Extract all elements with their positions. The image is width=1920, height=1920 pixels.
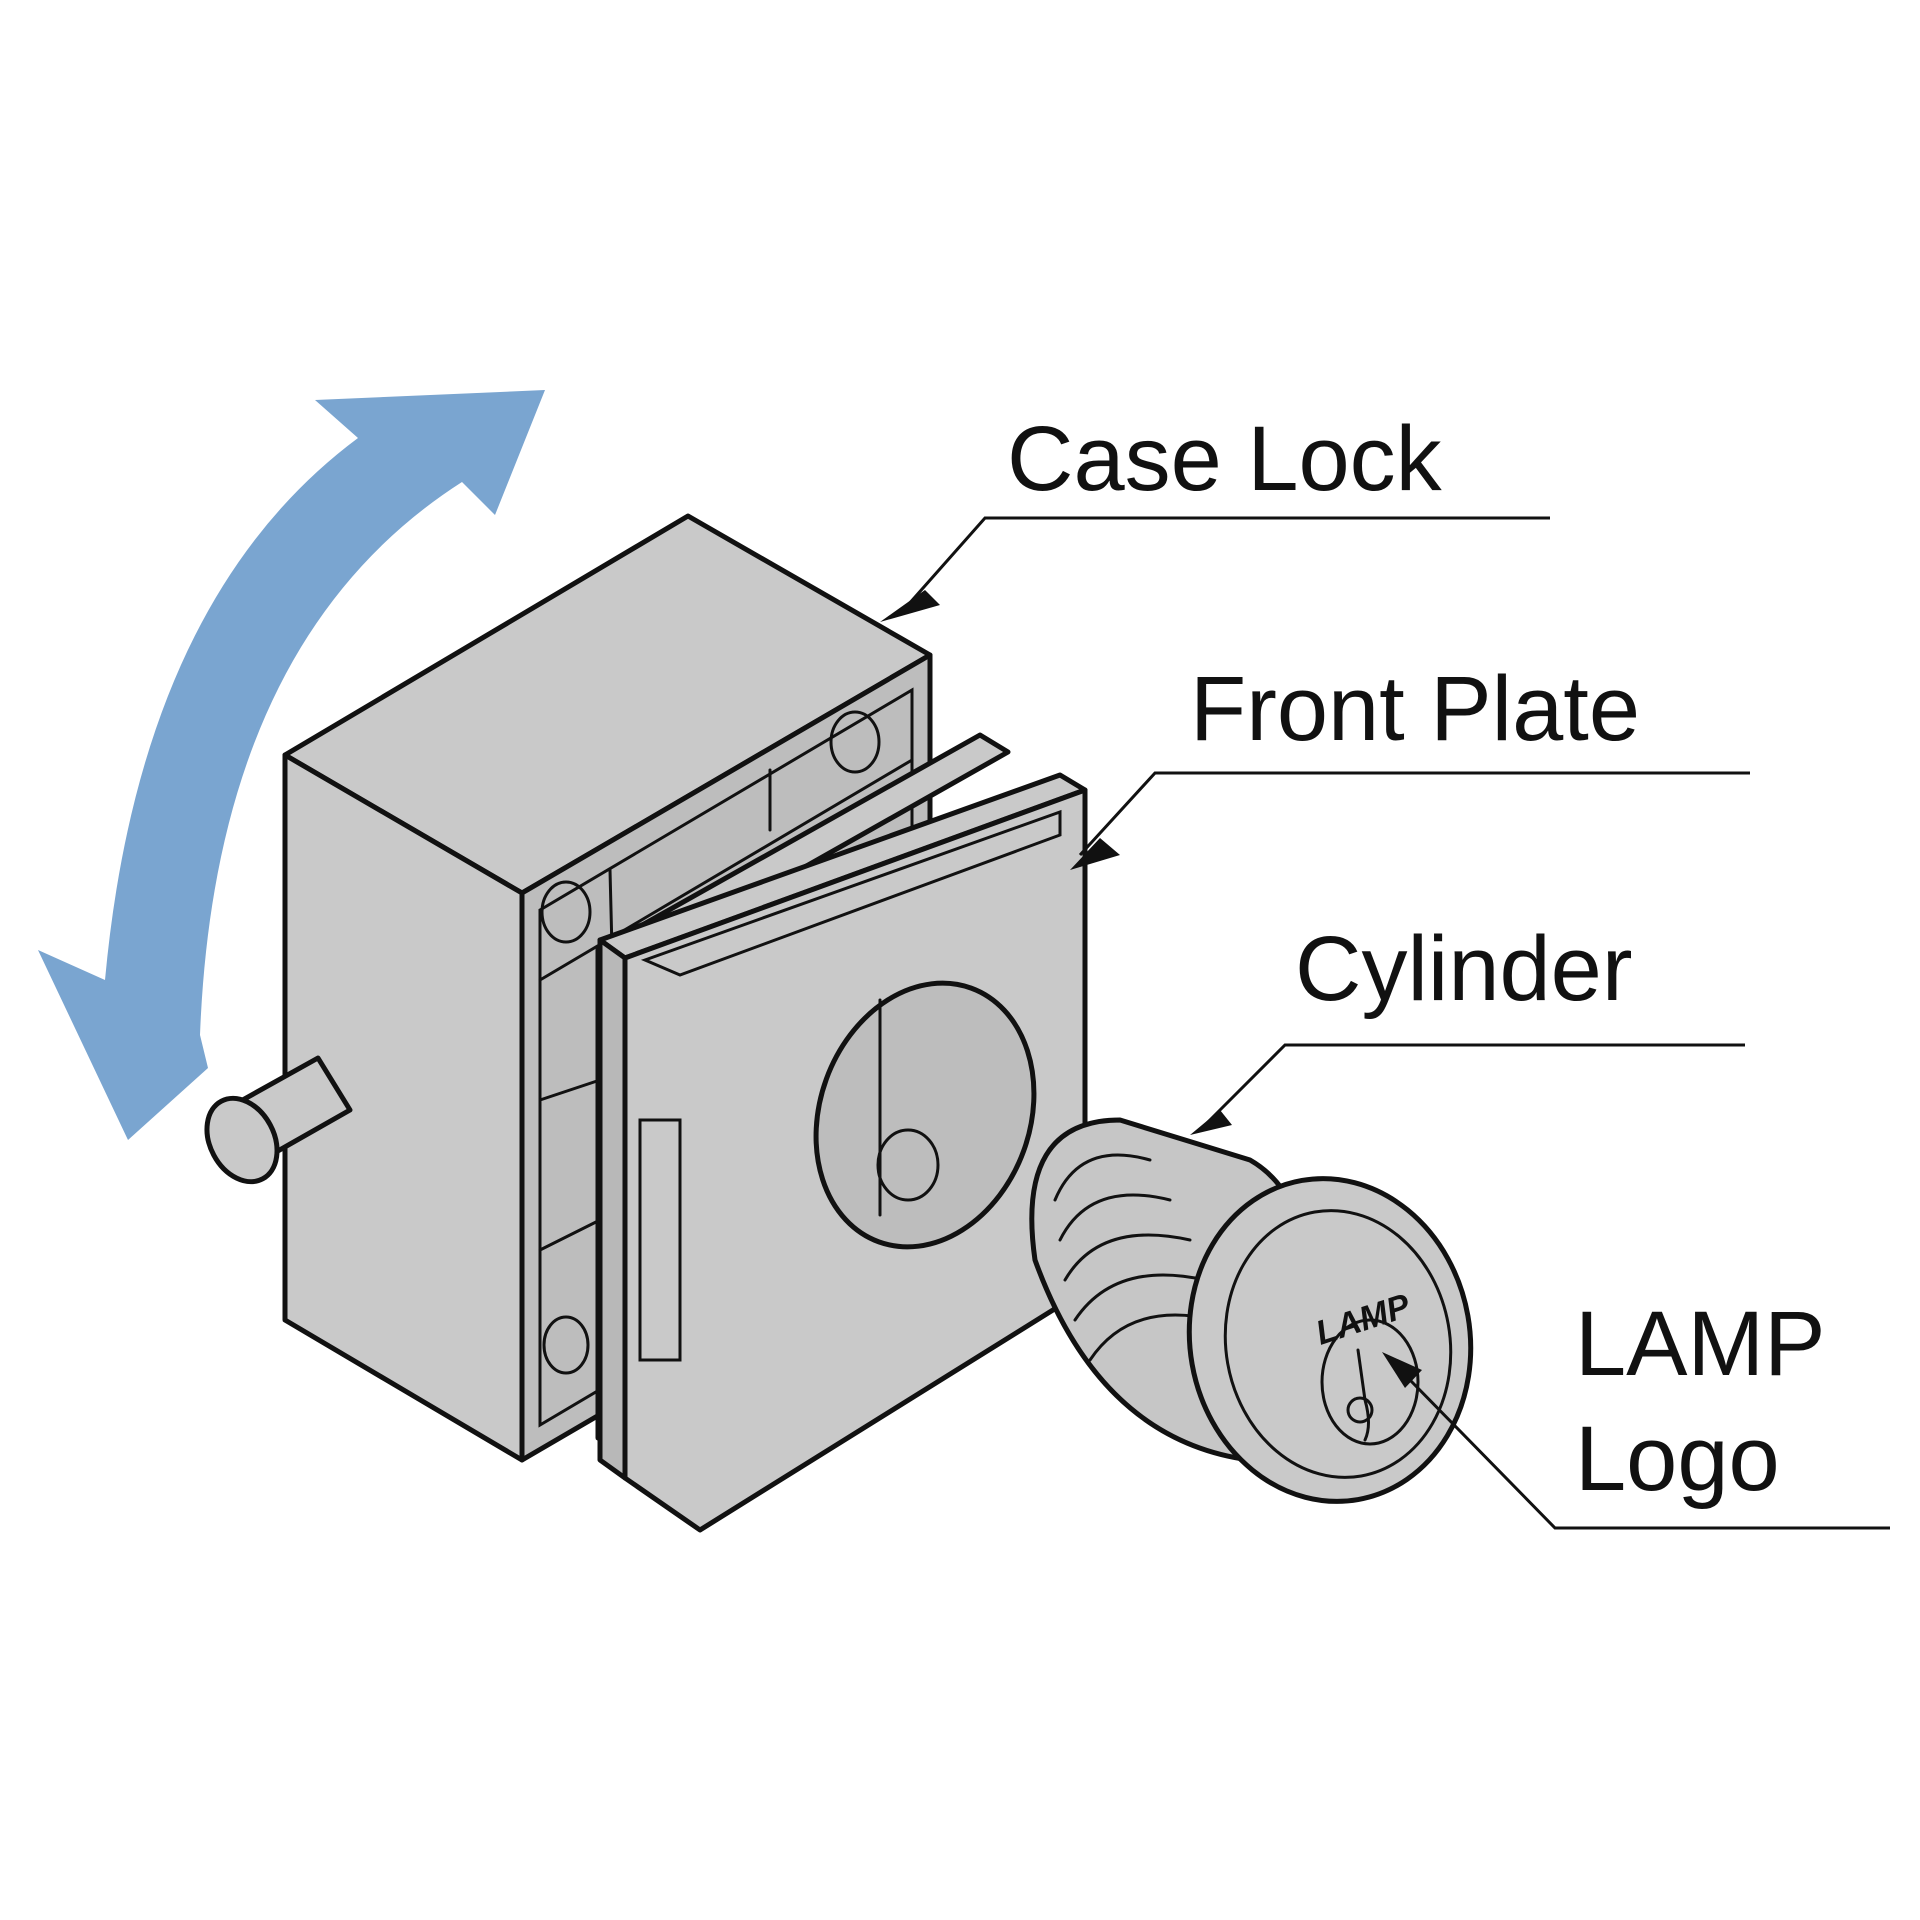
front-plate-slot (638, 1118, 682, 1362)
screw-hole (829, 710, 881, 774)
cylinder: LAMP (1029, 1117, 1474, 1504)
screw-hole (540, 880, 592, 944)
front-plate-side-face (597, 937, 628, 1481)
rotation-arrow-shape (38, 390, 545, 1140)
label-front-plate-text: Front Plate (1190, 658, 1640, 760)
front-plate (597, 772, 1088, 1533)
label-case-lock-text: Case Lock (1007, 408, 1443, 510)
keyway (1320, 1318, 1420, 1446)
rotation-arrow-icon (38, 390, 545, 1140)
label-cylinder: Cylinder (1190, 918, 1745, 1135)
label-lamp-logo: LAMP Logo (1382, 1293, 1890, 1530)
label-lamp-logo-line2: Logo (1575, 1408, 1780, 1510)
leader-arrowhead (1382, 1352, 1422, 1388)
leader-arrowhead (1070, 838, 1120, 870)
screw-hole (542, 1315, 590, 1375)
leader-arrowhead (1190, 1110, 1232, 1135)
label-cylinder-text: Cylinder (1295, 918, 1632, 1020)
cylinder-front-rim (1186, 1176, 1474, 1504)
label-case-lock: Case Lock (880, 408, 1550, 622)
leader-arrowhead (880, 590, 940, 622)
label-front-plate: Front Plate (1070, 658, 1750, 870)
front-plate-hole (813, 980, 1037, 1250)
label-lamp-logo-line1: LAMP (1575, 1293, 1826, 1395)
lock-bolt (204, 1055, 353, 1185)
